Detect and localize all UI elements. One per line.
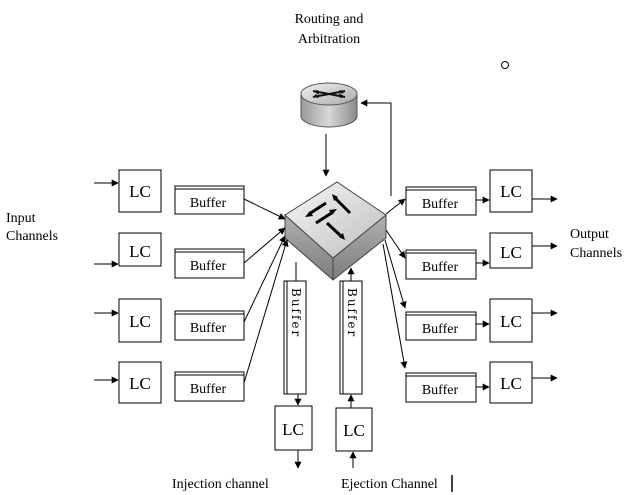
buffer-label: Buffer <box>190 382 227 397</box>
link-controller-label: LC <box>129 242 151 261</box>
ejection-channel-label: Ejection Channel <box>341 477 438 492</box>
buffer-label: Buffer <box>190 196 227 211</box>
link-controller-label: LC <box>500 374 522 393</box>
buffer-label: Buffer <box>422 260 459 275</box>
input-port-1: LC Buffer <box>94 170 285 219</box>
output-channels-label-line1: Output <box>570 227 609 242</box>
input-port-2: LC Buffer <box>94 228 285 278</box>
small-circle-marker <box>502 62 509 69</box>
buffer-label: Buffer <box>190 321 227 336</box>
output-channels-label-line2: Channels <box>570 246 622 261</box>
link-controller-label: LC <box>129 182 151 201</box>
routing-title-line1: Routing and <box>295 12 364 27</box>
output-port-1: Buffer LC <box>386 170 557 215</box>
buffer-label: Buffer <box>422 383 459 398</box>
input-channels-label-line2: Channels <box>6 229 58 244</box>
routing-arbitration-unit <box>301 83 357 127</box>
link-controller-label: LC <box>500 243 522 262</box>
injection-channel-label: Injection channel <box>172 477 269 492</box>
link-controller-label: LC <box>129 312 151 331</box>
buffer-label: Buffer <box>422 197 459 212</box>
input-channels-label-line1: Input <box>6 211 36 226</box>
link-controller-label: LC <box>129 374 151 393</box>
link-controller-label: LC <box>343 421 365 440</box>
link-controller-label: LC <box>500 182 522 201</box>
injection-port: Buffer LC <box>275 262 312 468</box>
routing-title-line2: Arbitration <box>298 32 360 47</box>
link-controller-label: LC <box>500 312 522 331</box>
ejection-buffer-label: Buffer <box>345 288 359 338</box>
crossbar-switch <box>285 182 386 280</box>
buffer-label: Buffer <box>422 322 459 337</box>
link-controller-label: LC <box>282 420 304 439</box>
injection-buffer-label: Buffer <box>289 288 303 338</box>
buffer-label: Buffer <box>190 259 227 274</box>
output-port-2: Buffer LC <box>386 230 557 279</box>
ejection-port: LC Buffer <box>336 268 372 468</box>
